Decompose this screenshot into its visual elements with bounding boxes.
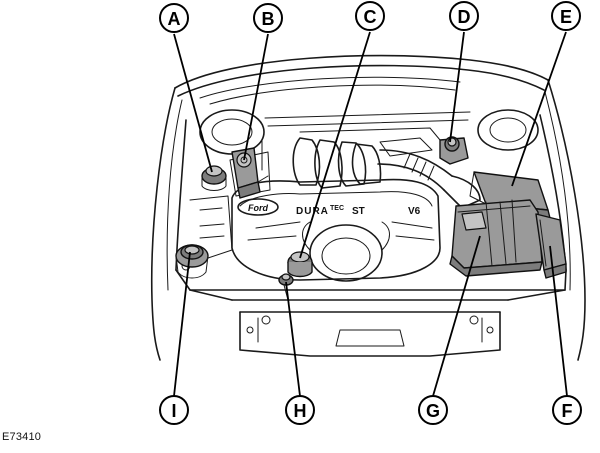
component-g-fuse-box [449,199,543,277]
callout-h: H [285,395,315,425]
engine-name-dura: DURA [296,206,329,217]
leader-lines [173,31,568,397]
callout-h-label: H [294,401,307,421]
callout-i-label: I [171,401,176,421]
component-f-battery [535,213,567,279]
vehicle-body-outline [150,54,586,361]
callout-f: F [552,395,582,425]
callout-a: A [159,3,189,33]
callout-e-label: E [560,7,572,27]
engine-brand-text: Ford [248,203,268,213]
air-intake [377,149,481,209]
leader-e [511,31,567,187]
leader-c [299,31,371,259]
callout-f-label: F [562,401,573,421]
callout-i: I [159,395,189,425]
callout-d-label: D [458,7,471,27]
leader-d [449,31,465,143]
callout-a-label: A [168,9,181,29]
leader-b [243,33,269,161]
callout-g: G [418,395,448,425]
callout-e: E [551,1,581,31]
callout-g-label: G [426,401,440,421]
callout-b-label: B [262,9,275,29]
engine-name-tec: TEC [330,205,344,212]
leader-h [285,281,301,397]
cowl-lines [261,111,471,171]
engine-cover [231,137,441,282]
leader-a [173,33,213,173]
leader-f [549,245,568,397]
engine-name-st: ST [352,206,365,217]
component-i-coolant-tank [175,244,209,279]
leader-i [173,251,191,397]
component-c-oil-cap [287,251,313,278]
callout-b: B [253,3,283,33]
strut-towers [199,109,539,155]
engine-badge: Ford DURA TEC ST V6 [248,203,421,217]
callout-c-label: C [364,7,377,27]
callout-d: D [449,1,479,31]
component-a-reservoir [201,165,227,191]
leader-g [432,235,481,397]
callout-c: C [355,1,385,31]
figure-code: E73410 [2,431,42,443]
component-d-cap [439,136,469,165]
engine-name-v6: V6 [408,206,421,217]
component-b-brake-reservoir [231,147,269,199]
